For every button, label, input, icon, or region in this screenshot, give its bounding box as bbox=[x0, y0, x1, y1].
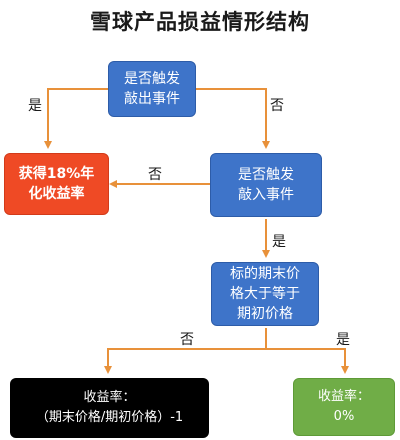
price-compare-node: 标的期末价 格大于等于 期初价格 bbox=[211, 262, 319, 326]
edge-label-knock-in-no: 否 bbox=[148, 167, 162, 183]
diagram-title: 雪球产品损益情形结构 bbox=[90, 10, 310, 34]
arrow-compare-yes bbox=[266, 348, 349, 374]
yield-formula-node: 收益率： （期末价格/期初价格）-1 bbox=[10, 378, 209, 438]
edge-label-knock-out-yes: 是 bbox=[28, 98, 42, 114]
fixed-yield-node: 获得18%年 化收益率 bbox=[4, 153, 109, 215]
arrow-compare-no bbox=[104, 348, 266, 374]
yield-zero-node: 收益率： 0% bbox=[293, 378, 395, 436]
arrow-knock-out-no bbox=[196, 88, 270, 149]
arrow-knock-out-yes bbox=[44, 88, 108, 149]
knock-in-check-node: 是否触发 敲入事件 bbox=[210, 153, 322, 217]
edge-label-knock-out-no: 否 bbox=[270, 98, 284, 114]
edge-label-compare-no: 否 bbox=[180, 332, 194, 348]
edge-label-compare-yes: 是 bbox=[336, 332, 350, 348]
knock-out-check-node: 是否触发 敲出事件 bbox=[108, 61, 196, 117]
edge-label-knock-in-yes: 是 bbox=[272, 234, 286, 250]
